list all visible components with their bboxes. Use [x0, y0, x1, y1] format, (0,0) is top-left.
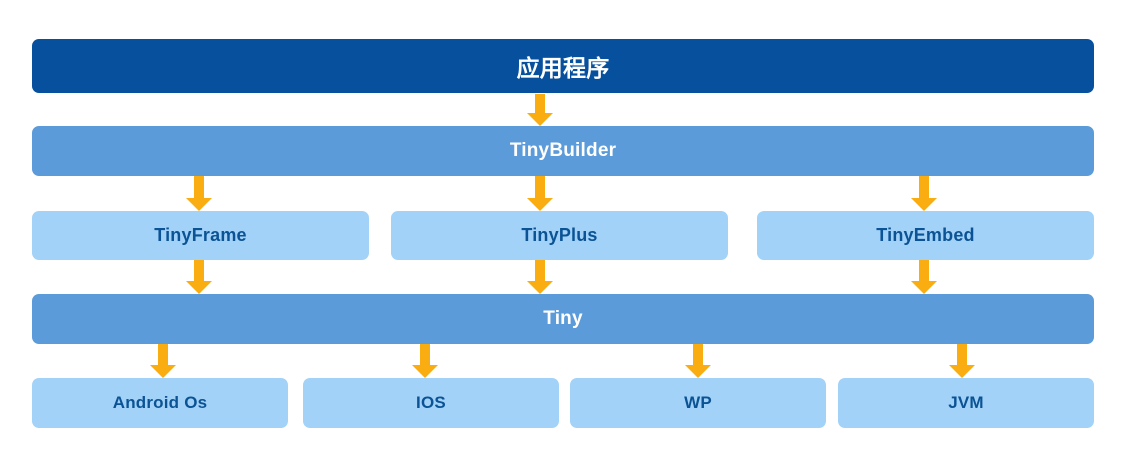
- layer-box-tinyembed: TinyEmbed: [757, 211, 1094, 260]
- layer-box-wp: WP: [570, 378, 826, 428]
- layer-box-jvm: JVM: [838, 378, 1094, 428]
- arrow-application-to-tinybuilder: [527, 94, 553, 126]
- layer-box-tinybuilder: TinyBuilder: [32, 126, 1094, 176]
- arrow-tiny-to-android: [150, 344, 176, 378]
- layer-box-ios: IOS: [303, 378, 559, 428]
- arrow-tiny-to-jvm: [949, 344, 975, 378]
- arrow-tinyframe-to-tiny: [186, 260, 212, 294]
- arrow-tinybuilder-to-tinyembed: [911, 176, 937, 211]
- layer-box-tinyplus: TinyPlus: [391, 211, 728, 260]
- layer-box-tiny: Tiny: [32, 294, 1094, 344]
- arrow-tinyembed-to-tiny: [911, 260, 937, 294]
- arrow-tiny-to-ios: [412, 344, 438, 378]
- arrow-tinybuilder-to-tinyframe: [186, 176, 212, 211]
- layer-box-application: 应用程序: [32, 39, 1094, 93]
- layer-box-tinyframe: TinyFrame: [32, 211, 369, 260]
- arrow-tiny-to-wp: [685, 344, 711, 378]
- arrow-tinyplus-to-tiny: [527, 260, 553, 294]
- layer-box-android-os: Android Os: [32, 378, 288, 428]
- arrow-tinybuilder-to-tinyplus: [527, 176, 553, 211]
